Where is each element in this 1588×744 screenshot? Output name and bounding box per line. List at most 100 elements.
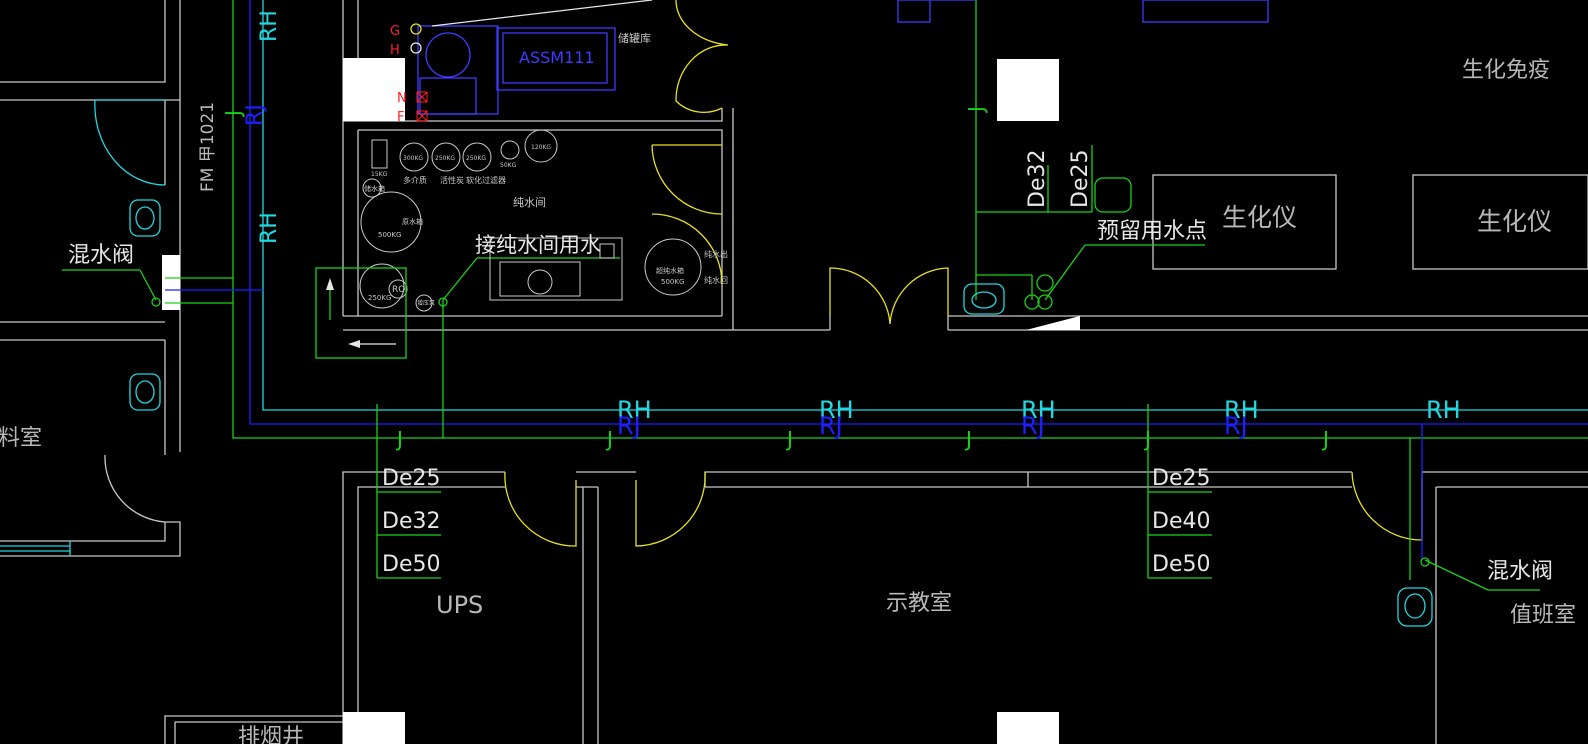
label-j-2: J — [605, 427, 613, 451]
pw-skid-pump — [527, 269, 553, 295]
sink-left-upper-bowl — [135, 206, 155, 230]
room-teaching: 示教室 — [886, 591, 952, 616]
equip-pump-base — [419, 77, 477, 115]
flow-box — [315, 267, 407, 359]
pw-skid-box — [599, 243, 615, 259]
leader-reserved — [1044, 244, 1086, 301]
tank-120 — [524, 129, 558, 163]
eq-tank-250c: 250KG — [368, 294, 391, 302]
equipment-layer — [417, 0, 1269, 115]
label-j-vert-right: J — [964, 106, 988, 114]
marker-h: H — [390, 43, 400, 58]
analyzer-box-1 — [1152, 174, 1337, 270]
pipe-rj-main — [249, 0, 1588, 425]
label-equipment-code: ASSM111 — [519, 48, 595, 67]
label-rh-vert-2: RH — [257, 212, 282, 244]
valve-duty — [1420, 557, 1430, 567]
door-ups — [504, 471, 577, 547]
marker-n-x2 — [416, 91, 428, 103]
wall-ups-top-2 — [357, 486, 505, 744]
label-rh-5: RH — [1426, 396, 1461, 424]
equip-pump-circle — [425, 32, 471, 78]
wall-top-left — [0, 0, 166, 83]
sink-duty — [1397, 587, 1433, 627]
eq-tank-500b: 500KG — [661, 278, 684, 286]
room-ups: UPS — [436, 591, 483, 619]
tank-300 — [399, 142, 429, 172]
label-j-5: J — [1143, 427, 1151, 451]
door-left-lower — [104, 454, 166, 523]
eq-tank-50: 50KG — [500, 162, 517, 169]
equip-top-1 — [897, 0, 931, 23]
column-wedge — [1026, 316, 1080, 330]
tank-250a — [431, 142, 461, 172]
tank-500 — [360, 191, 422, 253]
door-teach — [635, 471, 706, 547]
equip-main-unit — [496, 27, 616, 91]
eq-activated-carbon: 活性炭 — [440, 175, 464, 185]
marker-f-box — [416, 110, 428, 122]
marker-n-box — [416, 91, 428, 103]
tank-small-b — [415, 294, 433, 312]
eq-pure-in: 纯水回 — [704, 275, 728, 285]
room-analyzer-2: 生化仪 — [1477, 207, 1552, 236]
de-right-3: De50 — [1152, 552, 1210, 577]
eq-pure-out: 纯水出 — [704, 249, 728, 259]
label-j-4: J — [964, 427, 972, 451]
valve-pw — [438, 297, 448, 307]
eq-softener: 软化过滤器 — [466, 175, 506, 185]
sink-mid-bowl — [971, 291, 997, 309]
label-rj-2: RJ — [819, 412, 843, 440]
label-reserved-point: 预留用水点 — [1097, 219, 1207, 244]
wall-ups-top — [342, 471, 505, 744]
label-rj-vert: RJ — [243, 104, 268, 126]
sink-left-lower — [129, 373, 161, 411]
column-small-left — [162, 255, 180, 310]
wall-pw-mid-top — [343, 108, 723, 122]
label-door-code: FM 甲1021 — [198, 102, 218, 192]
label-mixing-valve-right: 混水阀 — [1487, 559, 1553, 584]
flow-arrow-left-head — [348, 340, 360, 348]
label-j-1: J — [395, 427, 403, 451]
sink-left-upper — [129, 199, 161, 237]
sink-duty-bowl — [1404, 593, 1426, 619]
pw-skid-inner — [499, 261, 581, 297]
cyan-doors-layer — [0, 99, 166, 556]
de-left-1: De25 — [382, 466, 440, 491]
eq-tank-300: 300KG — [403, 155, 423, 162]
sink-left-lower-bowl — [135, 380, 155, 404]
eq-pure-tank: 超纯水箱 — [656, 266, 684, 275]
pipes-layer — [62, 0, 1588, 591]
de-vert-2: De25 — [1068, 150, 1093, 208]
de-left-3: De50 — [382, 552, 440, 577]
door-pw-side — [651, 144, 723, 285]
flow-arrows — [315, 267, 407, 359]
eq-ro: RO — [392, 285, 405, 295]
text-layer: 生化免疫 生化仪 生化仪 UPS 示教室 值班室 料室 排烟井 纯水间 储罐库 … — [0, 10, 1576, 744]
leader-left-valve — [139, 269, 157, 301]
marker-f: F — [397, 110, 404, 125]
column-3 — [343, 712, 405, 744]
eq-tank-250a: 250KG — [435, 155, 455, 162]
wall-left-bottom — [0, 521, 181, 557]
valves-layer — [151, 177, 1430, 567]
sink-mid — [963, 283, 1005, 315]
sinks-layer — [129, 199, 1433, 627]
tank-15 — [371, 139, 388, 169]
label-j-vert: J — [221, 110, 245, 118]
doors-layer — [504, 0, 1423, 547]
label-rh-2: RH — [819, 396, 854, 424]
label-pure-water-connect: 接纯水间用水 — [475, 233, 601, 257]
marker-f-x2 — [416, 110, 428, 122]
label-rh-4: RH — [1224, 396, 1259, 424]
pipe-j-main — [232, 0, 1588, 439]
label-j-6: J — [1321, 427, 1329, 451]
wall-pw-mid-bottom — [358, 129, 723, 145]
tank-250c — [359, 263, 405, 309]
valve-left — [151, 297, 161, 307]
valve-reserved-3 — [1037, 294, 1053, 310]
eq-tank-15: 15KG — [371, 171, 388, 178]
